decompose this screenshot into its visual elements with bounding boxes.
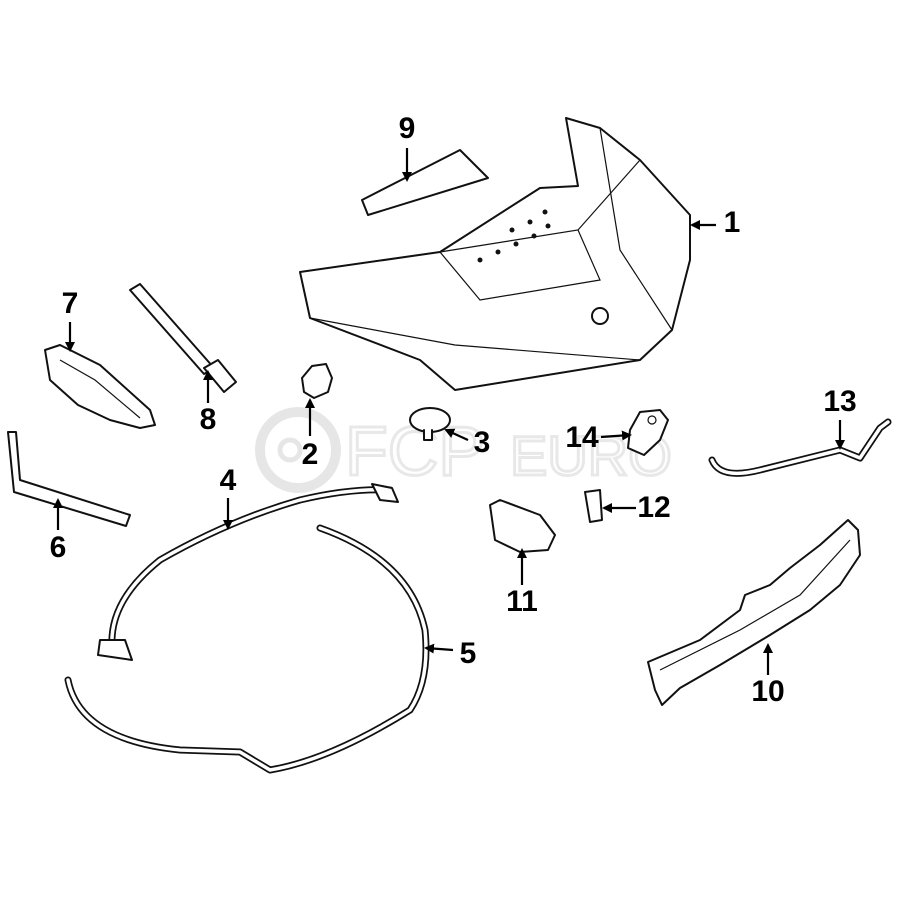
callout-arrows bbox=[53, 148, 845, 675]
part-hood-hinge[interactable] bbox=[44, 344, 156, 429]
callout-7: 7 bbox=[62, 287, 79, 320]
part-clip[interactable] bbox=[584, 489, 603, 523]
callout-9: 9 bbox=[399, 112, 416, 145]
callout-2: 2 bbox=[302, 438, 319, 471]
callout-5: 5 bbox=[460, 637, 477, 670]
part-hood-seal-front[interactable] bbox=[97, 483, 399, 661]
part-latch-bracket[interactable] bbox=[489, 499, 556, 553]
callout-12: 12 bbox=[637, 491, 670, 524]
callout-10: 10 bbox=[751, 675, 784, 708]
part-lift-support[interactable] bbox=[129, 283, 237, 393]
part-hood-reinforcement[interactable] bbox=[647, 519, 861, 706]
callout-3: 3 bbox=[474, 426, 491, 459]
callout-6: 6 bbox=[50, 531, 67, 564]
callout-labels: 1 2 3 4 5 6 7 8 9 10 11 12 13 14 bbox=[50, 112, 857, 708]
part-emblem-plug[interactable] bbox=[409, 407, 451, 441]
part-washer-hose[interactable] bbox=[708, 418, 892, 477]
callout-8: 8 bbox=[200, 403, 217, 436]
callout-4: 4 bbox=[220, 464, 237, 497]
callout-14: 14 bbox=[565, 421, 599, 454]
callout-1: 1 bbox=[724, 206, 741, 239]
part-insulator-pad[interactable] bbox=[361, 149, 489, 216]
part-hood[interactable] bbox=[299, 117, 691, 391]
callout-13: 13 bbox=[823, 385, 856, 418]
part-side-seal-strip[interactable] bbox=[7, 431, 131, 527]
part-hood-bumper[interactable] bbox=[301, 363, 333, 399]
part-hood-seal-rear[interactable] bbox=[64, 524, 430, 774]
watermark-logo: FCP EURO bbox=[255, 407, 673, 493]
callout-11: 11 bbox=[506, 585, 538, 618]
